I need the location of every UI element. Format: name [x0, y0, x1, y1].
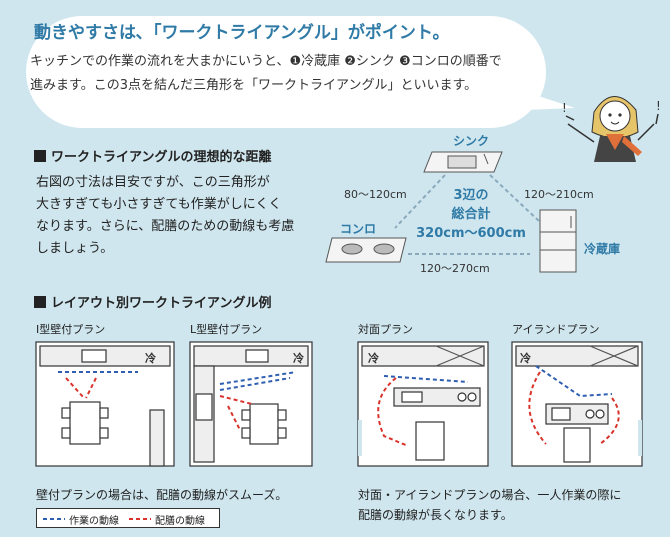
sink-icon	[423, 151, 503, 173]
heading-square-icon	[34, 150, 46, 162]
plan-island-title: アイランドプラン	[512, 323, 600, 336]
edge-sink-fridge	[489, 174, 541, 223]
right-distance-label: 120～210cm	[524, 188, 594, 201]
plan-island	[511, 341, 643, 467]
intro-line-1: キッチンでの作業の流れを大まかにいうと、❶冷蔵庫 ❷シンク ❸コンロの順番で	[30, 54, 502, 69]
svg-text:!: !	[562, 101, 567, 115]
stove-label: コンロ	[340, 222, 377, 236]
ideal-description: 右図の寸法は目安ですが、この三角形が 大きすぎても小さすぎても作業がしにくく な…	[36, 175, 295, 256]
legend-serve: 配膳の動線	[155, 516, 205, 527]
intro-line-2: 進みます。この3点を結んだ三角形を「ワークトライアングル」といいます。	[30, 78, 478, 93]
plan-face	[357, 341, 489, 467]
legend-swatches	[43, 518, 151, 520]
speech-bubble	[26, 16, 546, 128]
svg-text:!: !	[656, 99, 661, 113]
plan-island-fridge-mark: 冷	[520, 352, 531, 365]
page-title: 動きやすさは､「ワークトライアングル」がポイント。	[34, 23, 450, 43]
sink-label: シンク	[453, 134, 490, 148]
plan-i-fridge-mark: 冷	[145, 352, 156, 365]
left-distance-label: 80～120cm	[344, 188, 407, 201]
plan-l	[189, 341, 313, 467]
woman-illustration: !!	[562, 96, 661, 162]
plan-face-fridge-mark: 冷	[368, 352, 379, 365]
fridge-label: 冷蔵庫	[584, 242, 621, 256]
bottom-distance-label: 120～270cm	[420, 262, 490, 275]
layouts-heading: レイアウト別ワークトライアングル例	[34, 292, 271, 311]
heading-square-icon	[34, 296, 46, 308]
plan-i	[35, 341, 175, 467]
plan-face-title: 対面プラン	[358, 323, 413, 336]
fridge-icon	[539, 209, 577, 273]
edge-sink-stove	[394, 174, 446, 229]
wall-plan-note: 壁付プランの場合は、配膳の動線がスムーズ。	[36, 488, 288, 502]
plan-l-fridge-mark: 冷	[293, 352, 304, 365]
face-plan-note-1: 対面・アイランドプランの場合、一人作業の際に	[358, 488, 622, 502]
legend: 作業の動線 配膳の動線	[36, 508, 220, 528]
ideal-distance-heading: ワークトライアングルの理想的な距離	[34, 146, 271, 165]
plan-l-title: L型壁付プラン	[190, 323, 263, 336]
face-plan-note-2: 配膳の動線が長くなります。	[358, 508, 513, 522]
plan-i-title: I型壁付プラン	[36, 323, 106, 336]
total-distance: 3辺の 総合計 320cm～600cm	[416, 188, 526, 241]
legend-work: 作業の動線	[69, 516, 119, 527]
stove-icon	[325, 237, 407, 263]
